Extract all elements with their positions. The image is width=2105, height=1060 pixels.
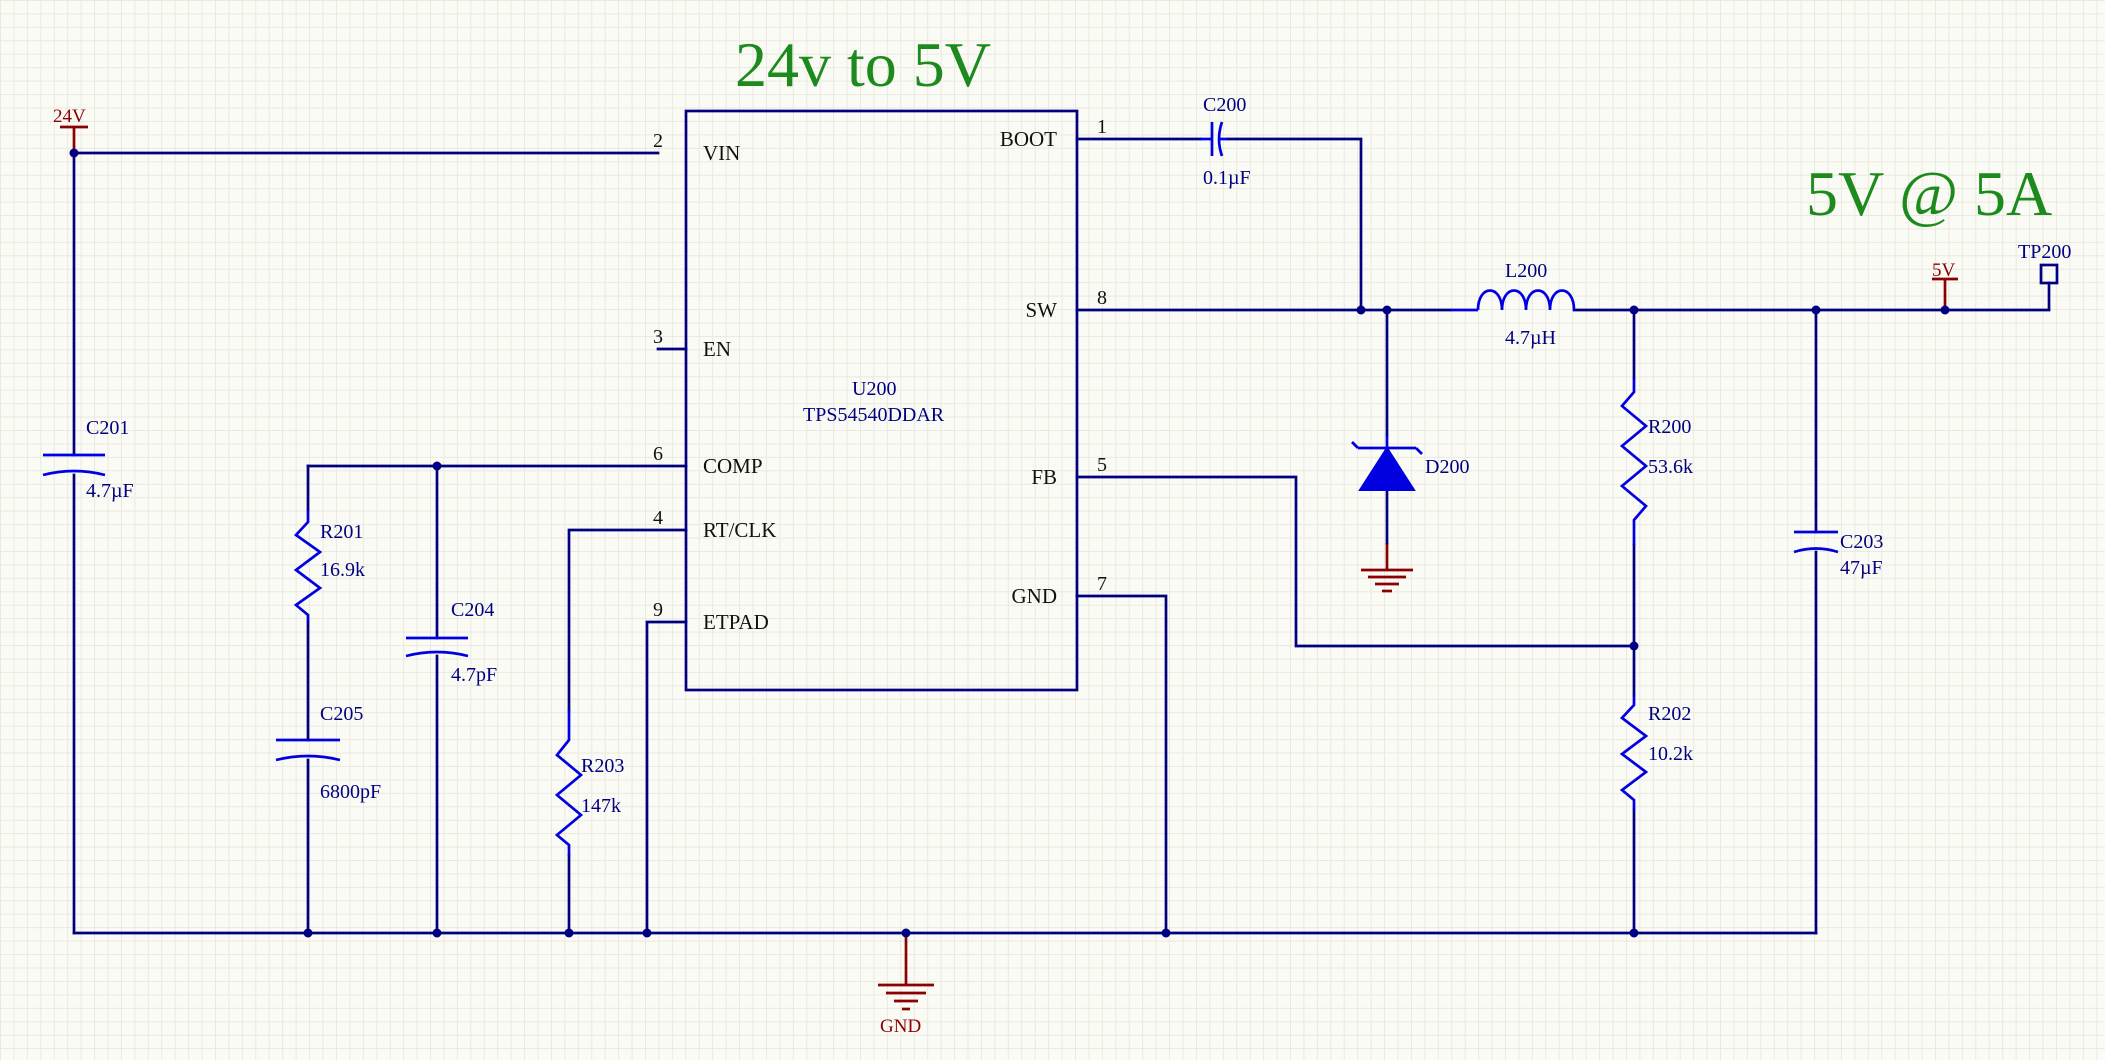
resistor-r201: R201 16.9k xyxy=(293,510,365,622)
ic-u200-part: TPS54540DDAR xyxy=(803,404,945,426)
r200-value: 53.6k xyxy=(1648,456,1693,478)
pin-6-number: 6 xyxy=(653,443,663,465)
c203-value: 47µF xyxy=(1840,557,1883,579)
pin-fb-name: FB xyxy=(1031,465,1057,489)
c204-designator: C204 xyxy=(451,599,494,621)
r203-designator: R203 xyxy=(581,755,624,777)
pin-vin-name: VIN xyxy=(703,141,740,165)
pin-5-number: 5 xyxy=(1097,454,1107,476)
resistor-r203: R203 147k xyxy=(554,710,624,856)
ic-u200: U200 TPS54540DDAR 2 VIN 3 EN 6 COMP 4 RT… xyxy=(653,109,1107,692)
ic-u200-designator: U200 xyxy=(852,378,896,400)
junctions xyxy=(69,148,1950,938)
c201-value: 4.7µF xyxy=(86,480,134,502)
ground-symbol-main: GND xyxy=(878,934,934,1037)
r202-value: 10.2k xyxy=(1648,743,1693,765)
c205-designator: C205 xyxy=(320,703,363,725)
l200-designator: L200 xyxy=(1505,260,1547,282)
pin-en-name: EN xyxy=(703,337,731,361)
l200-value: 4.7µH xyxy=(1505,327,1556,349)
c203-designator: C203 xyxy=(1840,531,1883,553)
ground-label: GND xyxy=(880,1016,921,1037)
c205-value: 6800pF xyxy=(320,781,381,803)
pin-gnd-name: GND xyxy=(1012,584,1058,608)
pin-2-number: 2 xyxy=(653,130,663,152)
pin-3-number: 3 xyxy=(653,326,663,348)
output-label: 5V @ 5A xyxy=(1806,158,2052,229)
pin-rtclk-name: RT/CLK xyxy=(703,518,776,542)
power-port-5v: 5V xyxy=(1932,260,1958,309)
power-port-5v-label: 5V xyxy=(1932,260,1956,281)
pin-boot-name: BOOT xyxy=(1000,127,1057,151)
resistor-r202: R202 10.2k xyxy=(1619,695,1693,810)
pin-7-number: 7 xyxy=(1097,573,1107,595)
pin-9-number: 9 xyxy=(653,599,663,621)
r203-value: 147k xyxy=(581,795,621,817)
c200-designator: C200 xyxy=(1203,94,1246,116)
c204-value: 4.7pF xyxy=(451,664,497,686)
pin-sw-name: SW xyxy=(1026,298,1058,322)
resistor-r200: R200 53.6k xyxy=(1619,378,1693,545)
r200-designator: R200 xyxy=(1648,416,1691,438)
c200-value: 0.1µF xyxy=(1203,167,1251,189)
capacitor-c201: C201 4.7µF xyxy=(42,417,134,502)
ground-symbol-diode xyxy=(1361,543,1413,593)
capacitor-c205: C205 6800pF xyxy=(275,703,381,803)
pin-8-number: 8 xyxy=(1097,287,1107,309)
c201-designator: C201 xyxy=(86,417,129,439)
tp200-designator: TP200 xyxy=(2018,241,2071,263)
r201-designator: R201 xyxy=(320,521,363,543)
schematic-title: 24v to 5V xyxy=(735,29,991,100)
pin-1-number: 1 xyxy=(1097,116,1107,138)
pin-etpad-name: ETPAD xyxy=(703,610,769,634)
d200-designator: D200 xyxy=(1425,456,1469,478)
test-point-tp200: TP200 xyxy=(2018,241,2071,311)
power-port-24v: 24V xyxy=(53,106,88,153)
ic-u200-body xyxy=(684,109,1079,692)
capacitor-c200: C200 0.1µF xyxy=(1200,94,1251,189)
r201-value: 16.9k xyxy=(320,559,365,581)
r202-designator: R202 xyxy=(1648,703,1691,725)
pin-4-number: 4 xyxy=(653,507,663,529)
diode-d200: D200 xyxy=(1351,435,1469,491)
pin-comp-name: COMP xyxy=(703,454,763,478)
capacitor-c203: C203 47µF xyxy=(1793,530,1883,579)
inductor-l200: L200 4.7µH xyxy=(1450,260,1576,349)
power-port-24v-label: 24V xyxy=(53,106,86,127)
wire-network xyxy=(72,137,2051,935)
capacitor-c204: C204 4.7pF xyxy=(405,599,497,686)
